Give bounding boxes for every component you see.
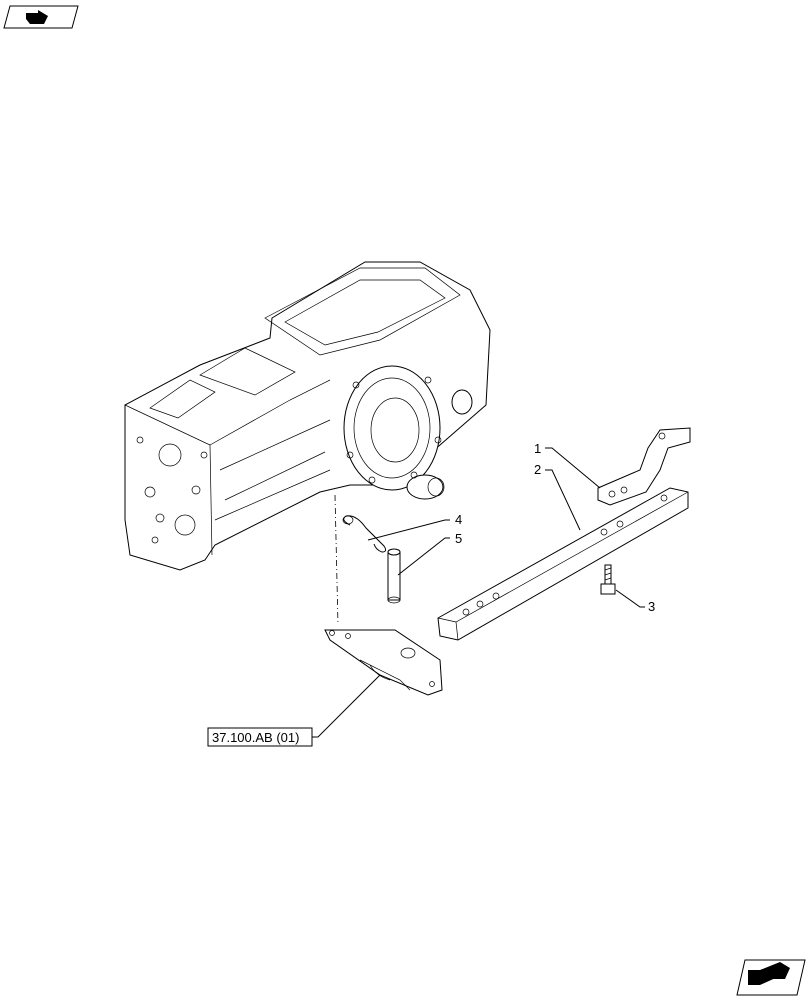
callout-2: 2 [534, 462, 541, 477]
callout-5: 5 [455, 531, 462, 546]
next-page-icon[interactable] [736, 959, 806, 996]
part-3-bolt [600, 564, 616, 595]
hitch-bracket [324, 629, 443, 696]
leader-lines [312, 447, 645, 738]
reference-link[interactable]: 37.100.AB (01) [207, 727, 313, 747]
part-4-clip [342, 515, 387, 553]
previous-page-icon[interactable] [3, 5, 79, 29]
part-1-bar [597, 427, 691, 506]
reference-label: 37.100.AB (01) [212, 730, 299, 745]
callout-3: 3 [648, 599, 655, 614]
part-5-pin [387, 548, 401, 604]
transmission-housing [124, 261, 491, 626]
callout-4: 4 [455, 512, 462, 527]
callout-1: 1 [534, 441, 541, 456]
part-2-drawbar [437, 487, 689, 641]
